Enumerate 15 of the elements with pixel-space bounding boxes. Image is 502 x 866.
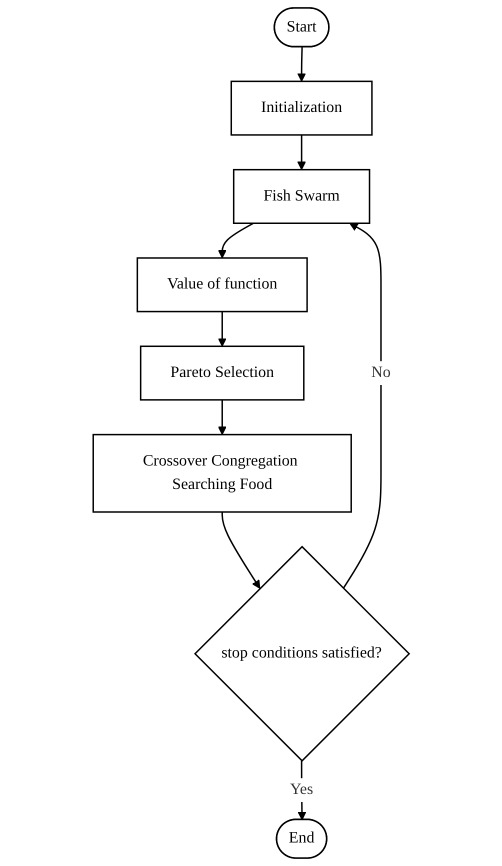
arrow	[218, 312, 226, 347]
node-box: Fish Swarm	[232, 168, 370, 224]
edge-label: Yes	[290, 781, 313, 798]
node-box: Crossover Congregation Searching Food	[92, 434, 352, 513]
arrow	[297, 47, 306, 82]
arrow	[297, 134, 306, 170]
arrow	[218, 222, 254, 258]
node-box: Initialization	[230, 80, 372, 136]
node-box: Value of function	[136, 257, 308, 312]
node-diamond: stop conditions satisfied?	[194, 546, 410, 762]
edge-label: No	[371, 364, 390, 382]
arrow	[218, 400, 226, 435]
arrow	[221, 512, 260, 589]
node-box: Pareto Selection	[140, 346, 304, 401]
arrow	[342, 222, 382, 589]
